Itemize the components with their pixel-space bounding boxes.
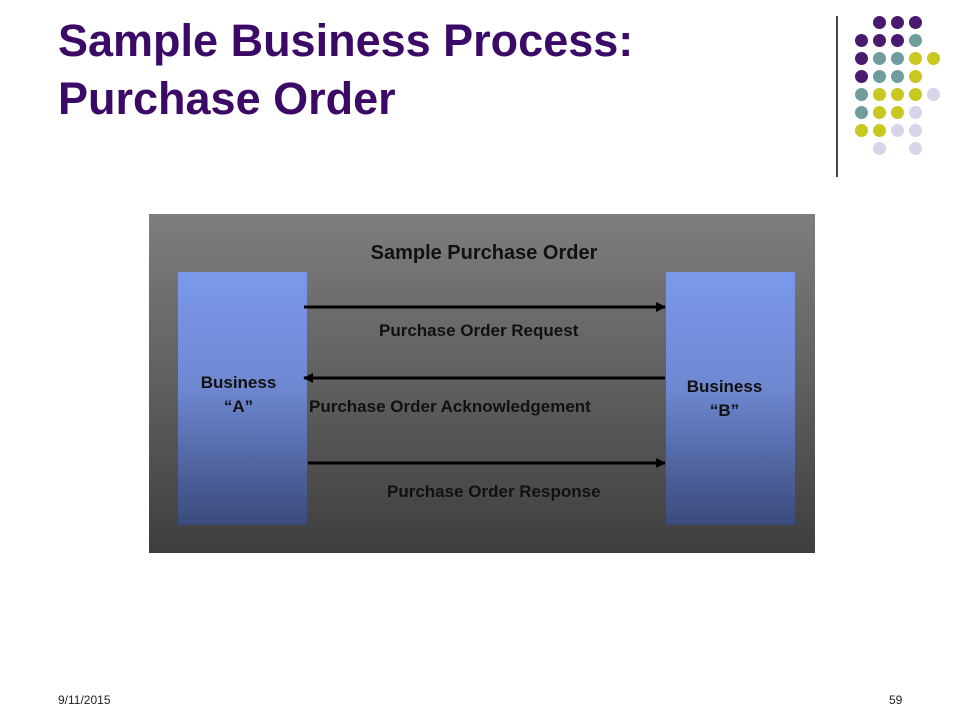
decorative-dot bbox=[855, 124, 868, 137]
decorative-dot bbox=[891, 34, 904, 47]
business-b-label: Business “B” bbox=[660, 375, 789, 423]
decorative-dot bbox=[873, 16, 886, 29]
decorative-dot bbox=[891, 70, 904, 83]
business-b-letter: “B” bbox=[709, 401, 740, 420]
decorative-dot bbox=[855, 52, 868, 65]
business-b-box: Business “B” bbox=[666, 272, 795, 525]
decorative-dot bbox=[909, 70, 922, 83]
slide-title-line-1: Sample Business Process: bbox=[58, 15, 634, 66]
decorative-dot bbox=[909, 34, 922, 47]
business-b-name: Business bbox=[686, 377, 763, 396]
message-label-response: Purchase Order Response bbox=[387, 482, 601, 501]
decorative-dot bbox=[873, 88, 886, 101]
decorative-dot bbox=[927, 52, 940, 65]
decorative-dot bbox=[909, 124, 922, 137]
decorative-dot bbox=[891, 52, 904, 65]
message-arrows bbox=[303, 302, 666, 468]
business-a-name: Business bbox=[200, 373, 277, 392]
decorative-dot bbox=[855, 88, 868, 101]
decorative-dot bbox=[873, 106, 886, 119]
decorative-dot bbox=[891, 106, 904, 119]
business-a-box: Business “A” bbox=[178, 272, 307, 525]
decorative-dot bbox=[873, 52, 886, 65]
decorative-dot bbox=[891, 124, 904, 137]
slide-title: Sample Business Process: Purchase Order bbox=[58, 12, 818, 128]
decorative-dot bbox=[873, 124, 886, 137]
message-label-request: Purchase Order Request bbox=[379, 321, 579, 340]
diagram-title: Sample Purchase Order bbox=[370, 242, 598, 264]
decorative-dot bbox=[855, 70, 868, 83]
decorative-dot bbox=[909, 88, 922, 101]
message-label-acknowledgement: Purchase Order Acknowledgement bbox=[309, 397, 591, 416]
decorative-dot bbox=[873, 142, 886, 155]
footer-date: 9/11/2015 bbox=[58, 693, 111, 707]
decorative-dot bbox=[891, 88, 904, 101]
decorative-dot bbox=[909, 16, 922, 29]
decorative-dot bbox=[909, 142, 922, 155]
decorative-dot bbox=[927, 88, 940, 101]
footer-page-number: 59 bbox=[889, 693, 903, 707]
decorative-dot bbox=[855, 34, 868, 47]
decorative-dot bbox=[891, 16, 904, 29]
diagram-panel: Sample Purchase Order Business “A” Busin… bbox=[149, 214, 815, 553]
decorative-dot bbox=[909, 52, 922, 65]
business-a-label: Business “A” bbox=[174, 371, 303, 419]
business-a-letter: “A” bbox=[223, 397, 254, 416]
decorative-divider bbox=[836, 16, 838, 177]
decorative-dot bbox=[909, 106, 922, 119]
slide-title-line-2: Purchase Order bbox=[58, 73, 396, 124]
decorative-dot bbox=[855, 106, 868, 119]
decorative-dot bbox=[873, 70, 886, 83]
decorative-dot bbox=[873, 34, 886, 47]
